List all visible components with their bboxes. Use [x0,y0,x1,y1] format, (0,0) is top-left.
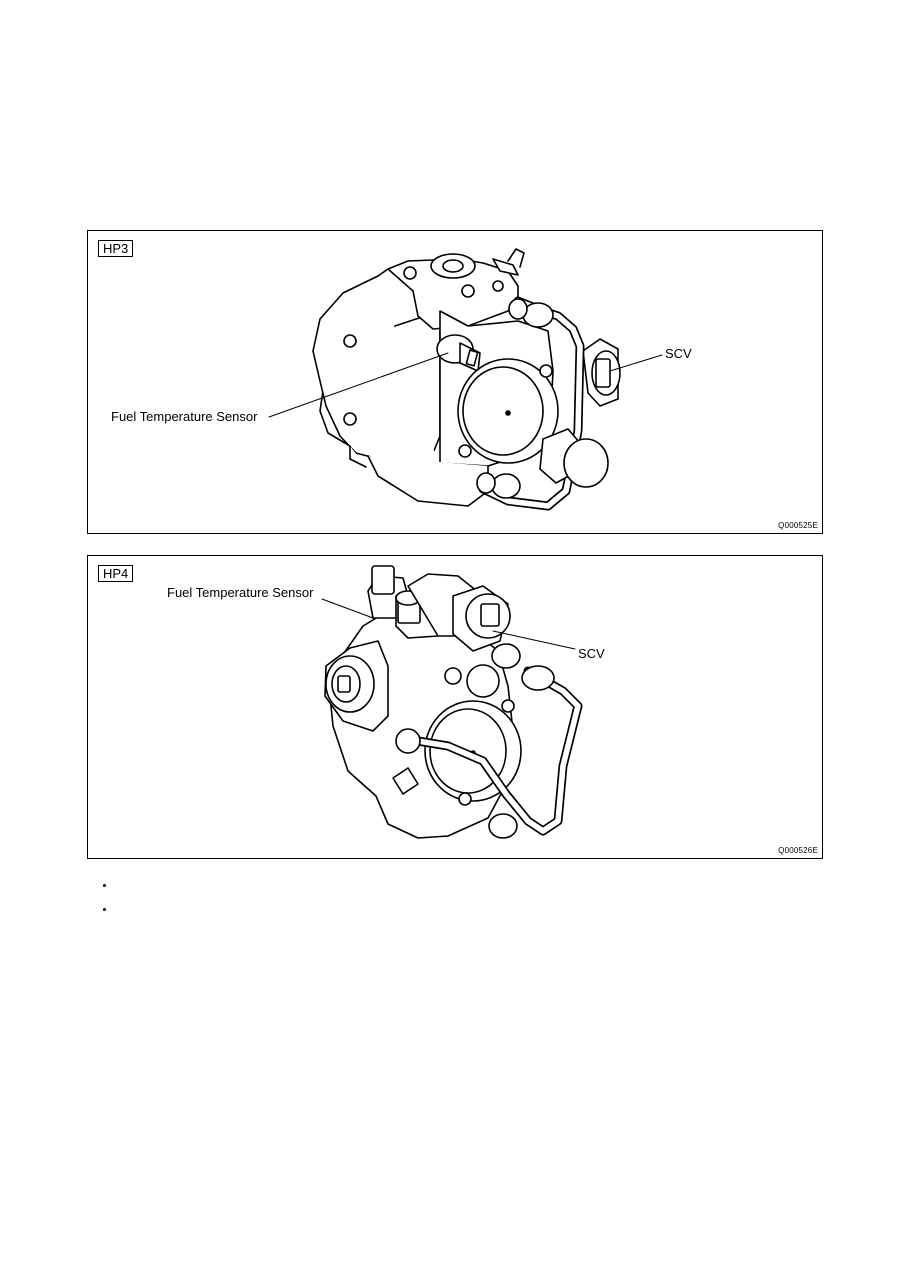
hp3-pump-illustration [268,248,663,511]
figure-code: Q000526E [778,846,818,855]
figure-tag: HP4 [98,565,134,582]
fuel-temperature-sensor-label: Fuel Temperature Sensor [111,409,258,424]
figure-code: Q000525E [778,521,818,530]
hp3-figure: HP3 Fuel Temperature Sensor SCV Q000525E [87,230,823,534]
scv-label: SCV [578,646,605,661]
bullet-dot [103,908,106,912]
scv-label: SCV [665,346,692,361]
figure-tag: HP3 [98,240,134,257]
hp4-pump-illustration [321,565,583,839]
bullet-item [103,878,106,892]
bullet-dot [103,884,106,888]
fuel-temperature-sensor-label: Fuel Temperature Sensor [167,585,314,600]
hp4-figure: HP4 Fuel Temperature Sensor SCV Q000526E [87,555,823,859]
bullet-item [103,902,106,916]
